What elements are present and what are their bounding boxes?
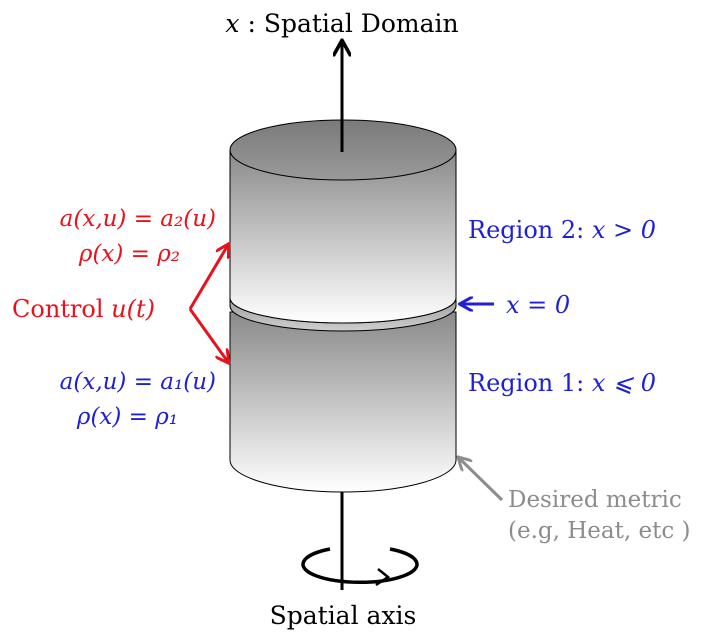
region-1-label: Region 1: x ⩽ 0 xyxy=(468,369,656,397)
rotation-arrowhead-icon xyxy=(375,568,391,587)
control-arrow-up xyxy=(188,245,228,310)
lower-diffusion-param: a(x,u) = a₁(u) xyxy=(60,369,216,395)
control-label: Control u(t) xyxy=(12,295,155,323)
spatial-domain-label: x : Spatial Domain xyxy=(225,9,458,38)
desired-metric-examples: (e.g, Heat, etc ) xyxy=(508,518,691,544)
spatial-axis-label: Spatial axis xyxy=(270,601,417,630)
rotation-arrow-icon xyxy=(301,547,419,585)
lower-density-param: ρ(x) = ρ₁ xyxy=(76,404,178,430)
boundary-label: x = 0 xyxy=(506,291,570,319)
upper-cylinder-body xyxy=(229,149,457,324)
desired-metric-arrow xyxy=(459,458,504,502)
region-2-label: Region 2: x > 0 xyxy=(468,216,656,244)
upper-density-param: ρ(x) = ρ₂ xyxy=(78,241,180,267)
control-arrow-down xyxy=(188,308,228,362)
desired-metric-label: Desired metric xyxy=(508,487,682,513)
upper-diffusion-param: a(x,u) = a₂(u) xyxy=(60,206,216,232)
lower-cylinder-body xyxy=(229,311,457,493)
